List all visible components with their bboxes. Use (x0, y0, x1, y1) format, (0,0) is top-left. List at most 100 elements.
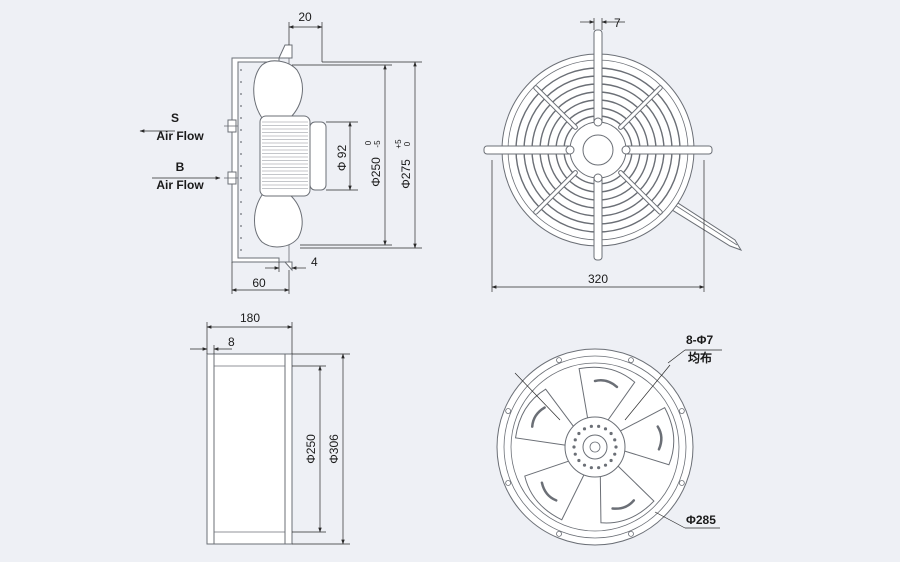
housing-flange-left (206, 353, 215, 545)
dim-inner-tol-upper: 0 (364, 140, 373, 145)
housing-view: 180 8 Φ250 Φ306 (190, 311, 350, 545)
mount-hole (628, 357, 634, 364)
side-blade-bottom (254, 194, 303, 248)
rear-blade (524, 460, 585, 521)
rivet (240, 141, 242, 143)
dim-outer-tol-upper: +5 (394, 139, 403, 149)
motor-vent (613, 438, 617, 442)
rear-pcd-label: Φ285 (686, 513, 716, 527)
dim-mount-depth: 60 (252, 276, 266, 290)
rivet (240, 93, 242, 95)
rivet (240, 177, 242, 179)
motor-vent (613, 452, 617, 456)
rear-blade (514, 388, 574, 446)
dim-flange-thickness: 4 (311, 255, 318, 269)
motor-vent (582, 463, 587, 467)
dim-hub-diameter: Φ 92 (335, 145, 349, 172)
rivet (240, 81, 242, 83)
motor-vent (582, 427, 587, 431)
rear-view: 8-Φ7 均布 Φ285 (496, 333, 722, 546)
motor-vent (614, 445, 618, 449)
motor-vent (603, 427, 608, 431)
dim-housing-inner: Φ250 (304, 434, 318, 464)
dim-inner-tol-lower: -5 (373, 140, 382, 148)
rivet (240, 189, 242, 191)
grille-strut-hl (534, 86, 577, 129)
grille-strut-hl (619, 86, 662, 129)
dim-slot-width: 7 (614, 16, 621, 30)
front-struts (533, 85, 663, 215)
mount-hole (556, 357, 562, 364)
motor-vent (573, 438, 577, 442)
motor-vent (609, 458, 613, 463)
mount-hole (628, 530, 634, 537)
airflow-s-label: Air Flow (156, 129, 204, 143)
motor-vent (603, 463, 608, 467)
housing-body (206, 353, 292, 545)
rear-holes-note: 均布 (688, 350, 712, 365)
dim-outer-tol-lower: 0 (403, 141, 412, 146)
motor-vent (597, 424, 601, 428)
rear-holes-label: 8-Φ7 (686, 333, 714, 347)
airflow-s-letter: S (171, 111, 179, 125)
side-flange-lip-bottom (279, 261, 293, 272)
dim-housing-flange: 8 (228, 335, 235, 349)
front-view: 7 320 (483, 16, 743, 292)
mount-hole (505, 480, 512, 486)
airflow-b-label: Air Flow (156, 178, 204, 192)
mount-hole (678, 408, 685, 414)
blade-slot (540, 481, 558, 502)
side-flange-lip-top (278, 44, 293, 59)
mount-hole (505, 408, 512, 414)
rivet (240, 213, 242, 215)
side-flange (231, 57, 280, 263)
rivet (240, 225, 242, 227)
dim-inner-diameter: Φ250 (369, 157, 383, 187)
rivet (240, 117, 242, 119)
rear-motor-vents (572, 424, 618, 470)
mount-hole (678, 480, 685, 486)
grille-strut-hl (619, 171, 662, 214)
blade-slot (656, 425, 663, 451)
motor-vent (609, 431, 613, 436)
motor-vent (589, 466, 593, 470)
rear-blades (514, 366, 675, 524)
dim-outer-diameter: Φ275 (399, 159, 413, 189)
rivet (240, 129, 242, 131)
front-hub (582, 134, 614, 166)
dim-housing-length: 180 (240, 311, 260, 325)
grille-strut-hl (534, 171, 577, 214)
dim-housing-outer: Φ306 (327, 434, 341, 464)
dim-flange-depth: 20 (298, 10, 312, 24)
side-view: S Air Flow B Air Flow 20 60 4 Φ 92 Φ250 … (139, 10, 422, 294)
rear-blade (619, 406, 675, 466)
motor-vent (597, 466, 601, 470)
side-rivets (240, 69, 242, 251)
rear-blade (578, 366, 636, 421)
rivet (240, 249, 242, 251)
rear-hub (582, 434, 608, 460)
motor-vent (573, 452, 577, 456)
rivet (240, 69, 242, 71)
side-motor-fins (262, 121, 308, 189)
rivet (240, 165, 242, 167)
motor-vent (577, 431, 581, 436)
motor-vent (572, 445, 576, 449)
rear-mount-holes (505, 357, 685, 537)
rivet (240, 105, 242, 107)
dim-overall-width: 320 (588, 272, 608, 286)
side-blade-top (253, 60, 303, 119)
side-motor (259, 115, 311, 197)
airflow-b-letter: B (176, 160, 185, 174)
blade-slot (593, 378, 619, 389)
housing-flange-right (284, 353, 293, 545)
rivet (240, 153, 242, 155)
motor-vent (577, 458, 581, 463)
side-motor-cap (309, 121, 327, 191)
rivet (240, 237, 242, 239)
mount-hole (556, 530, 562, 537)
blade-slot (530, 406, 546, 428)
rivet (240, 201, 242, 203)
